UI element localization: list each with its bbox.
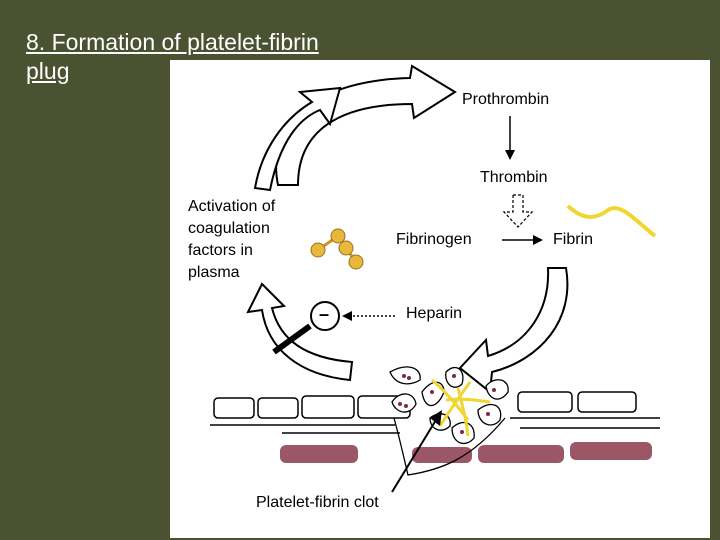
slide-title: 8. Formation of platelet-fibrin plug (26, 29, 319, 84)
label-prothrombin: Prothrombin (462, 91, 550, 108)
cycle-arrow-bottom-left (246, 282, 354, 382)
inhibit-sign: – (319, 304, 330, 324)
fibrin-mesh (431, 378, 491, 437)
cycle-arrow-top-left (253, 86, 342, 192)
inhibition-bar (272, 323, 312, 355)
label-thrombin: Thrombin (480, 169, 548, 186)
fibrin-strand (566, 204, 657, 238)
thrombin-hollow-arrow (502, 194, 534, 228)
endothelial-cells (213, 391, 637, 419)
label-fibrinogen: Fibrinogen (396, 231, 472, 248)
inhibit-circle (310, 301, 340, 331)
wound-gap (393, 417, 506, 476)
clot-pointer-arrow (391, 419, 437, 493)
label-heparin: Heparin (406, 305, 463, 322)
label-platelet-fibrin-clot: Platelet-fibrin clot (256, 494, 379, 511)
cycle-arrow-right (458, 267, 569, 394)
subendothelial-tissue (280, 442, 652, 463)
label-activation: Activation of coagulation factors in pla… (188, 198, 276, 281)
coagulation-factors-icon (310, 228, 364, 270)
label-fibrin: Fibrin (553, 231, 594, 248)
